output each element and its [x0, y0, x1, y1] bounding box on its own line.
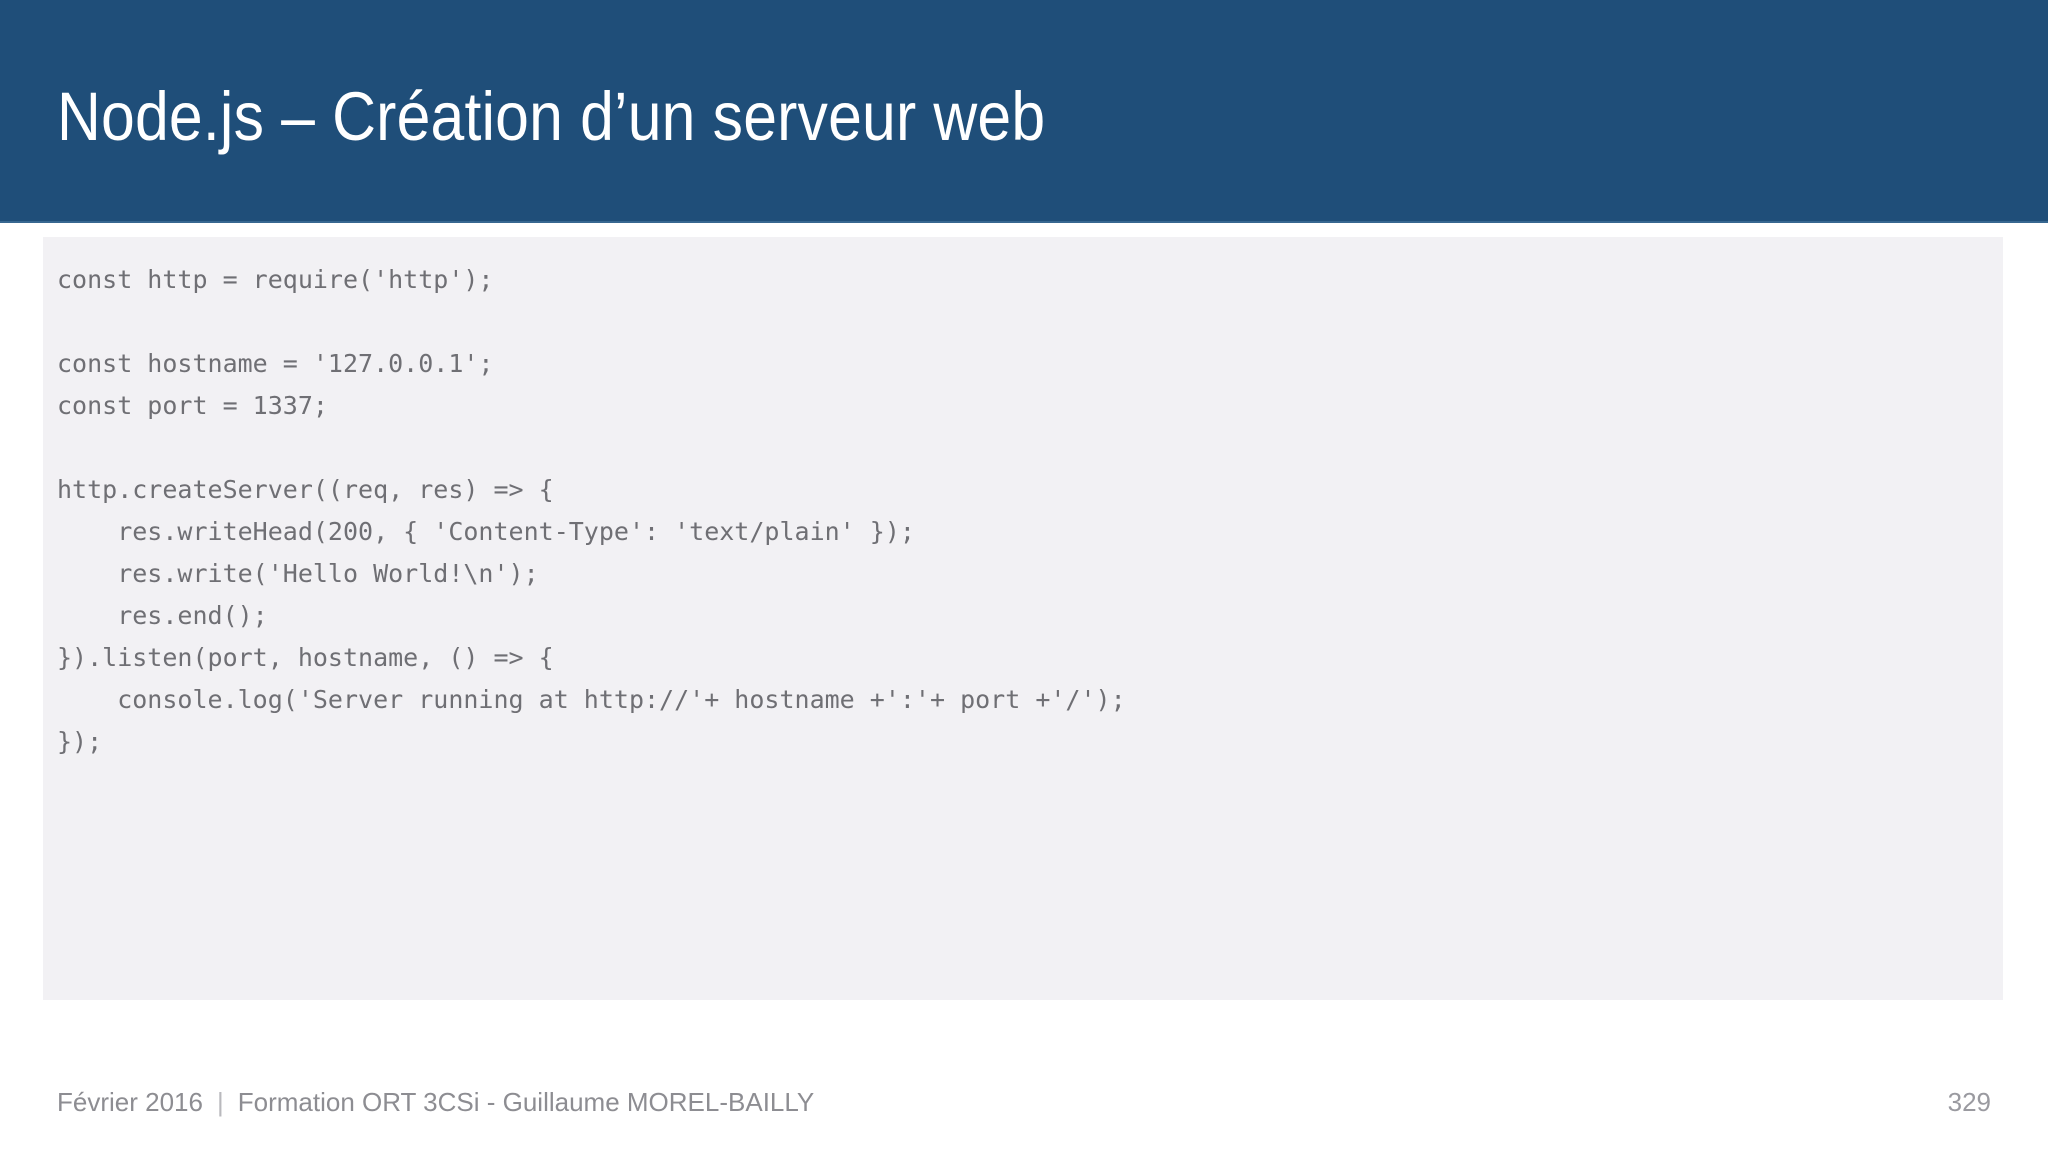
- footer-date: Février 2016: [57, 1087, 203, 1117]
- code-line: res.writeHead(200, { 'Content-Type': 'te…: [57, 517, 915, 546]
- code-line: }).listen(port, hostname, () => {: [57, 643, 554, 672]
- title-band: Node.js – Création d’un serveur web: [0, 0, 2048, 223]
- footer-left: Février 2016 | Formation ORT 3CSi - Guil…: [57, 1085, 814, 1119]
- slide-footer: Février 2016 | Formation ORT 3CSi - Guil…: [0, 1085, 2048, 1125]
- code-line: console.log('Server running at http://'+…: [57, 685, 1126, 714]
- page-title: Node.js – Création d’un serveur web: [57, 78, 1046, 155]
- code-content: const http = require('http'); const host…: [57, 259, 2003, 763]
- footer-separator: |: [216, 1087, 224, 1117]
- code-line: const port = 1337;: [57, 391, 328, 420]
- footer-credit: Formation ORT 3CSi - Guillaume MOREL-BAI…: [237, 1087, 815, 1117]
- code-line: res.write('Hello World!\n');: [57, 559, 539, 588]
- page-number: 329: [1947, 1087, 1991, 1117]
- code-panel: const http = require('http'); const host…: [43, 237, 2003, 1000]
- code-line: [57, 301, 2003, 343]
- code-line: res.end();: [57, 601, 268, 630]
- code-line: http.createServer((req, res) => {: [57, 475, 554, 504]
- code-line: });: [57, 727, 103, 756]
- code-line: [57, 427, 2003, 469]
- code-line: const http = require('http');: [57, 265, 494, 294]
- code-line: const hostname = '127.0.0.1';: [57, 349, 494, 378]
- code-block: const http = require('http'); const host…: [43, 237, 2003, 763]
